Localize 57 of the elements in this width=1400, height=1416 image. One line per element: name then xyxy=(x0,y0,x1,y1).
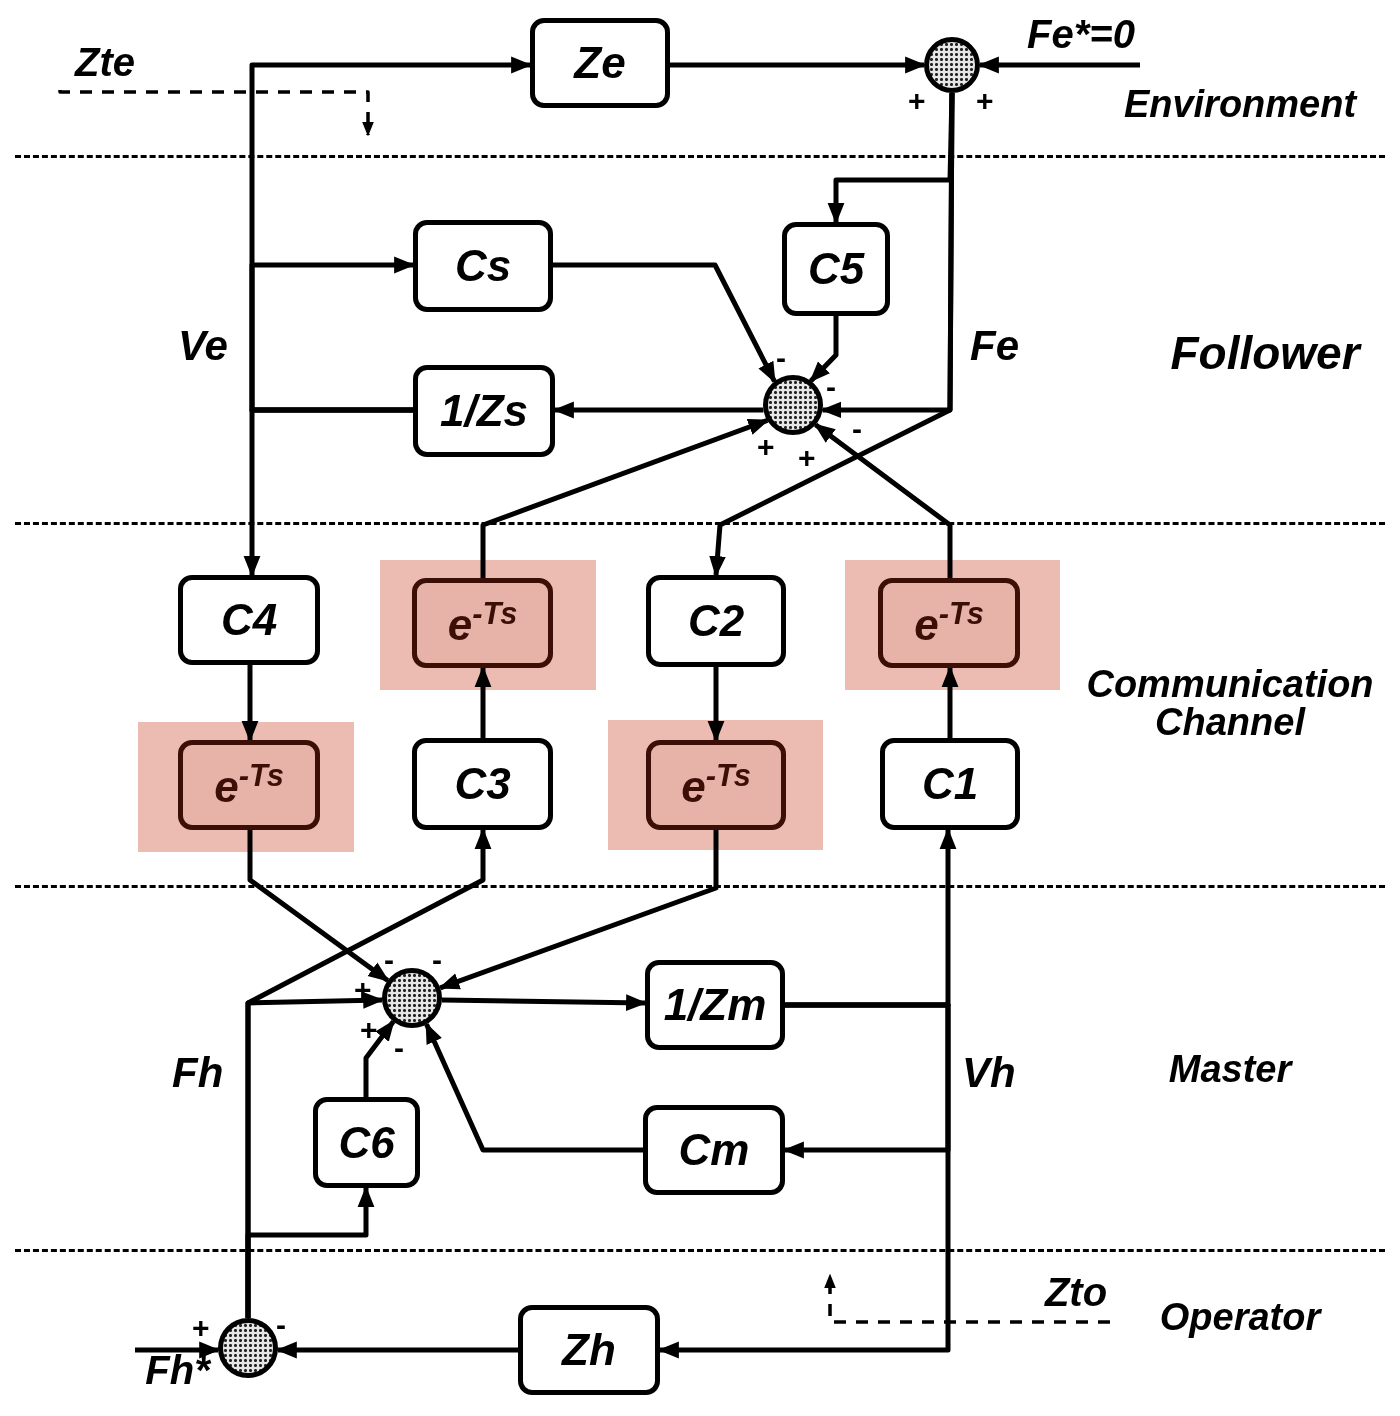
band-label: Follower xyxy=(1169,330,1363,376)
sign-label: - xyxy=(776,343,786,373)
summing-junction xyxy=(218,1318,278,1378)
sign-label: + xyxy=(757,432,775,462)
sign-label: + xyxy=(192,1313,210,1343)
transfer-block: C3 xyxy=(412,738,553,830)
sign-label: - xyxy=(432,945,442,975)
transfer-block: C2 xyxy=(646,575,786,667)
transfer-block: 1/Zs xyxy=(413,365,555,457)
transfer-block: C5 xyxy=(782,222,890,316)
transfer-block: C4 xyxy=(178,575,320,665)
signal-label: Fh xyxy=(172,1052,224,1094)
arrow xyxy=(809,316,839,383)
summing-junction xyxy=(382,968,442,1028)
sign-label: + xyxy=(354,975,372,1005)
signal-label: Ve xyxy=(178,325,228,367)
signal-label: Fh* xyxy=(130,1350,225,1414)
sign-label: + xyxy=(908,86,926,116)
sign-label: + xyxy=(360,1015,378,1045)
sign-label: - xyxy=(384,945,394,975)
arrow xyxy=(363,1019,396,1097)
arrow xyxy=(247,830,390,983)
summing-junction xyxy=(924,37,980,93)
band-label: Operator xyxy=(1158,1298,1323,1336)
signal-label: Fe*=0 xyxy=(1010,14,1152,65)
arrow xyxy=(424,1022,643,1153)
delay-block: e$^{-Ts}$ xyxy=(878,578,1020,668)
delay-block: e$^{-Ts}$ xyxy=(646,740,786,830)
delay-block: e$^{-Ts}$ xyxy=(178,740,320,830)
transfer-block: 1/Zm xyxy=(645,960,785,1050)
transfer-block: Cm xyxy=(643,1105,785,1195)
summing-junction xyxy=(763,375,823,435)
delay-block: e$^{-Ts}$ xyxy=(412,578,553,668)
sign-label: - xyxy=(394,1033,404,1063)
signal-label: Zto xyxy=(1030,1272,1122,1322)
sign-label: - xyxy=(826,372,836,402)
signal-label: Zte xyxy=(55,42,155,90)
signal-label: Vh xyxy=(962,1052,1016,1094)
arrow xyxy=(813,422,953,578)
band-label: Master xyxy=(1167,1050,1294,1088)
band-label: Environment xyxy=(1122,85,1359,123)
transfer-block: C6 xyxy=(313,1097,420,1188)
arrow xyxy=(438,830,719,991)
signal-label: Fe xyxy=(970,325,1019,367)
transfer-block: Zh xyxy=(518,1305,660,1395)
arrow xyxy=(553,262,777,384)
band-label: Communication Channel xyxy=(1085,665,1375,741)
transfer-block: C1 xyxy=(880,738,1020,830)
transfer-block: Cs xyxy=(413,220,553,312)
sign-label: + xyxy=(976,86,994,116)
transfer-block: Ze xyxy=(530,18,670,108)
arrow xyxy=(480,418,770,578)
sign-label: - xyxy=(852,414,862,444)
sign-label: - xyxy=(276,1310,286,1340)
dashed-arrow xyxy=(58,88,374,137)
sign-label: + xyxy=(798,443,816,473)
dashed-arrow xyxy=(824,1273,1110,1324)
